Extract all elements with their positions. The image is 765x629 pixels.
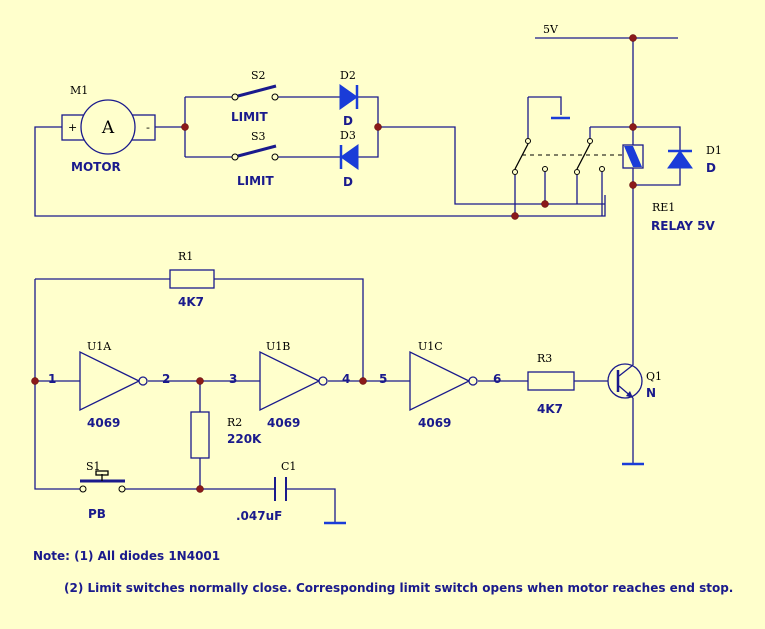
- junction: [629, 123, 637, 131]
- d3-ref: D3: [340, 129, 356, 142]
- u1c-ref: U1C: [418, 340, 443, 353]
- junction: [181, 123, 189, 131]
- s2-ref: S2: [251, 69, 266, 82]
- pin-4: 4: [342, 372, 350, 386]
- wires: [34, 37, 681, 522]
- d2-ref: D2: [340, 69, 356, 82]
- motor-plus-label: +: [68, 121, 77, 134]
- diode-d3: [339, 144, 359, 170]
- pin-5: 5: [379, 372, 387, 386]
- r3-value: 4K7: [537, 402, 563, 416]
- supply-label: 5V: [543, 23, 559, 36]
- d1-ref: D1: [706, 144, 722, 157]
- resistor-r1: [169, 269, 215, 289]
- motor-m1: A + -: [61, 99, 156, 155]
- junction: [541, 200, 549, 208]
- s1-ref: S1: [86, 460, 101, 473]
- r1-value: 4K7: [178, 295, 204, 309]
- junction: [196, 377, 204, 385]
- relay-ref: RE1: [652, 201, 675, 214]
- s3-ref: S3: [251, 130, 266, 143]
- junction: [31, 377, 39, 385]
- c1-ref: C1: [281, 460, 296, 473]
- pin-3: 3: [229, 372, 237, 386]
- u1b-value: 4069: [267, 416, 300, 430]
- diode-d1: [667, 149, 693, 169]
- junction: [629, 34, 637, 42]
- s1-value: PB: [88, 507, 106, 521]
- u1a-ref: U1A: [87, 340, 112, 353]
- switch-s3: [231, 144, 279, 161]
- motor-ref: M1: [70, 84, 88, 97]
- junction: [511, 212, 519, 220]
- pin-1: 1: [48, 372, 56, 386]
- pin-2: 2: [162, 372, 170, 386]
- inverter-u1a: [79, 350, 148, 412]
- motor-value: MOTOR: [71, 160, 121, 174]
- diode-d2: [339, 84, 359, 110]
- d2-value: D: [343, 114, 353, 128]
- junction: [374, 123, 382, 131]
- r3-ref: R3: [537, 352, 552, 365]
- resistor-r3: [527, 371, 575, 391]
- c1-value: .047uF: [236, 509, 282, 523]
- d1-value: D: [706, 161, 716, 175]
- relay-contacts: [512, 116, 622, 175]
- motor-symbol: A: [101, 118, 115, 138]
- u1a-value: 4069: [87, 416, 120, 430]
- relay-coil: [622, 144, 644, 169]
- r2-ref: R2: [227, 416, 242, 429]
- note-line-2: (2) Limit switches normally close. Corre…: [64, 581, 733, 595]
- junction: [629, 181, 637, 189]
- relay-value: RELAY 5V: [651, 219, 715, 233]
- junctions: [31, 34, 637, 493]
- pin-6: 6: [493, 372, 501, 386]
- s3-value: LIMIT: [237, 174, 275, 188]
- u1b-ref: U1B: [266, 340, 290, 353]
- pushbutton-s1: [79, 470, 126, 493]
- inverter-u1b: [259, 350, 328, 412]
- r2-value: 220K: [227, 432, 262, 446]
- r1-ref: R1: [178, 250, 193, 263]
- inverter-u1c: [409, 350, 478, 412]
- d3-value: D: [343, 175, 353, 189]
- note-line-1: Note: (1) All diodes 1N4001: [33, 549, 220, 563]
- motor-minus-label: -: [146, 121, 150, 134]
- junction: [196, 485, 204, 493]
- q1-ref: Q1: [646, 370, 662, 383]
- capacitor-c1: [274, 477, 287, 501]
- switch-s2: [231, 84, 279, 101]
- s2-value: LIMIT: [231, 110, 269, 124]
- q1-value: N: [646, 386, 656, 400]
- resistor-r2: [190, 411, 210, 459]
- u1c-value: 4069: [418, 416, 451, 430]
- transistor-q1: [607, 363, 643, 399]
- junction: [359, 377, 367, 385]
